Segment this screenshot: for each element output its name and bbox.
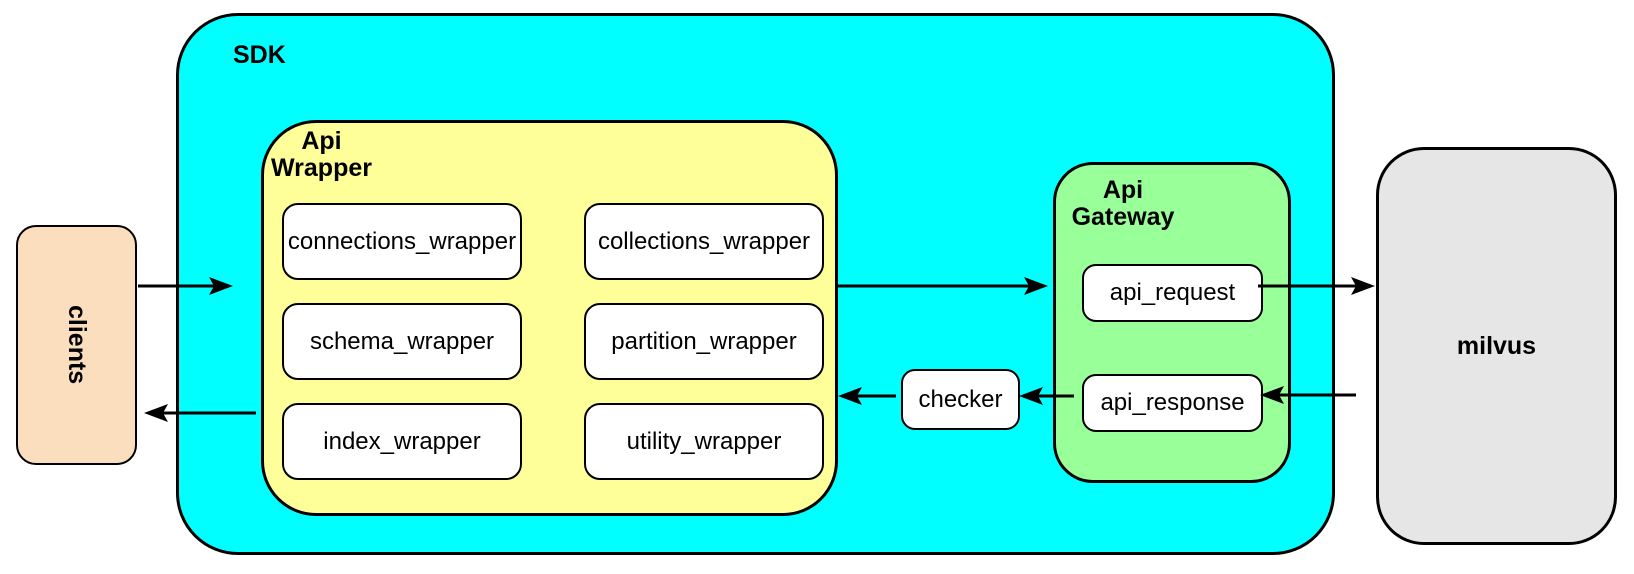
- checker-node: checker: [901, 369, 1020, 430]
- sdk-container: SDK Api Wrapper connections_wrapper coll…: [176, 13, 1335, 555]
- api-response-node: api_response: [1082, 374, 1263, 432]
- milvus-label: milvus: [1456, 331, 1537, 360]
- utility-wrapper-node: utility_wrapper: [584, 403, 824, 480]
- index-wrapper-node: index_wrapper: [282, 403, 522, 480]
- connections-wrapper-label: connections_wrapper: [287, 227, 517, 255]
- api-gateway-label: Api Gateway: [1071, 176, 1175, 231]
- api-request-label: api_request: [1109, 279, 1236, 306]
- index-wrapper-label: index_wrapper: [323, 427, 481, 455]
- utility-wrapper-label: utility_wrapper: [626, 427, 782, 455]
- sdk-label: SDK: [233, 41, 286, 69]
- schema-wrapper-node: schema_wrapper: [282, 303, 522, 380]
- partition-wrapper-node: partition_wrapper: [584, 303, 824, 380]
- clients-node: clients: [16, 225, 137, 465]
- clients-label: clients: [63, 305, 91, 385]
- checker-label: checker: [918, 385, 1003, 413]
- milvus-node: milvus: [1376, 147, 1617, 545]
- connections-wrapper-node: connections_wrapper: [282, 203, 522, 280]
- api-wrapper-label: Api Wrapper: [271, 127, 372, 182]
- collections-wrapper-label: collections_wrapper: [597, 227, 811, 255]
- api-wrapper-container: Api Wrapper connections_wrapper collecti…: [261, 120, 838, 516]
- api-request-node: api_request: [1082, 264, 1263, 322]
- collections-wrapper-node: collections_wrapper: [584, 203, 824, 280]
- api-gateway-container: Api Gateway api_request api_response: [1053, 162, 1291, 483]
- api-response-label: api_response: [1100, 389, 1245, 416]
- schema-wrapper-label: schema_wrapper: [309, 327, 495, 355]
- partition-wrapper-label: partition_wrapper: [611, 327, 797, 355]
